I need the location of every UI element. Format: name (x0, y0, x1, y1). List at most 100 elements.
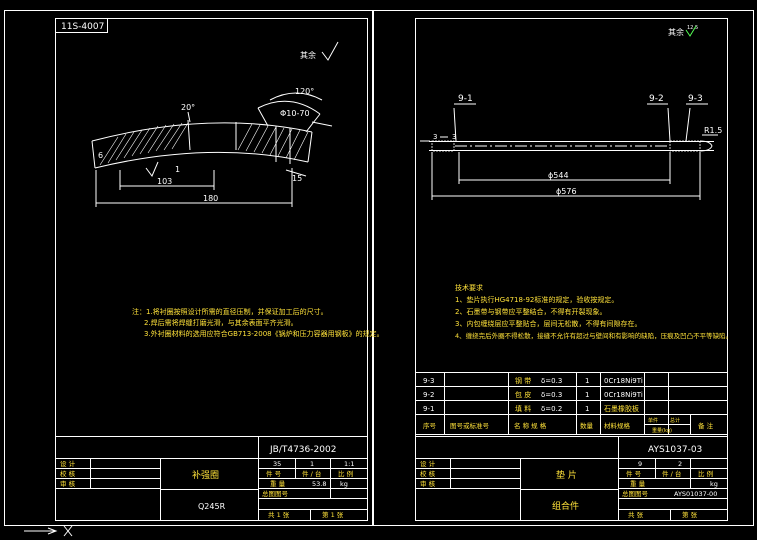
bom-name-2: 填 料 (515, 404, 531, 413)
sheet-no-left: 第 1 张 (322, 510, 344, 519)
bom-qty-2: 1 (585, 405, 589, 413)
drawing-tag-box (55, 18, 108, 33)
dim-15: 15 (292, 174, 302, 183)
dim-r15: R1.5 (704, 126, 722, 135)
tech-req-1: 1、垫片执行HG4718-92标准的规定，验收按规定。 (455, 295, 618, 304)
gasket-section-drawing (429, 107, 714, 152)
bom-spec-1: δ=0.3 (541, 391, 562, 399)
val-per-set: 1 (310, 460, 314, 468)
row-check-right: 校 核 (420, 469, 436, 478)
weight-label-right: 重 量 (630, 480, 646, 488)
title-block-left: JB/T4736-2002 设 计 校 核 审 核 补强圈 Q245R 35 1… (55, 436, 368, 521)
unit-right: kg (710, 480, 718, 488)
note-1: 注：1.将衬圈按照设计所需的直径压制，并保证加工后的尺寸。 (132, 307, 328, 316)
drawing-tag: 11S-4007 (61, 22, 104, 32)
title-block-right: AYS1037-03 设 计 校 核 审 核 垫 片 组合件 9 2 件 号 件… (415, 436, 728, 521)
row-check: 校 核 (60, 469, 76, 478)
dim-6: 6 (98, 151, 103, 160)
row-design: 设 计 (60, 459, 76, 468)
hatch-left (99, 122, 189, 166)
bom-hdr-std: 图号或标准号 (450, 421, 490, 430)
std-number: JB/T4736-2002 (269, 445, 336, 455)
reinforcing-pad-drawing (91, 100, 321, 169)
hdr-part-no-right: 件 号 (626, 469, 642, 478)
notes-left: 注：1.将衬圈按照设计所需的直径压制，并保证加工后的尺寸。 2.焊后需将焊缝打磨… (132, 307, 384, 338)
draw-no-label-left: 总图图号 (262, 489, 289, 498)
roughness-symbol-right (685, 25, 697, 37)
dimensions-left: 103 180 20° 120° Φ10-70 15 6 1 (95, 87, 333, 207)
note-3: 3.外衬圈材料的选用应符合GB713-2008《锅炉和压力容器用钢板》的规定。 (144, 329, 384, 338)
dim-diameter: Φ10-70 (280, 109, 310, 118)
row-review: 审 核 (60, 479, 76, 488)
callouts: 9-1 9-2 9-3 (454, 94, 708, 105)
unit-left: kg (340, 480, 348, 488)
bom-name-1: 包 皮 (515, 390, 531, 399)
roughness-symbol-left (321, 41, 339, 61)
dim-angle-20: 20° (181, 103, 195, 112)
callout-9-2: 9-2 (649, 94, 664, 104)
bom-no-0: 9-3 (423, 377, 434, 385)
roughness-symbol-pad (145, 161, 159, 177)
part-name-left: 补强圈 (192, 469, 219, 481)
hdr-scale-right: 比 例 (698, 469, 713, 478)
dimensions-right: ϕ544 ϕ576 R1.5 3 3 (420, 126, 722, 200)
draw-no-right: AYS01037-00 (674, 490, 717, 498)
bom-mat-2: 石墨橡胶板 (604, 404, 639, 413)
material-left: Q245R (198, 502, 226, 511)
sheet-total-right: 共 张 (628, 510, 644, 519)
val-per-set-right: 2 (678, 460, 682, 468)
bom-hdr-total: 总计 (670, 417, 680, 424)
bom-hdr-weight: 重量(kg) (652, 427, 672, 434)
ucs-icon (24, 525, 73, 537)
sheet-total-left: 共 1 张 (268, 510, 290, 519)
dim-180: 180 (203, 194, 218, 203)
part-type-right: 组合件 (552, 500, 579, 512)
bom-hdr-remark: 备 注 (698, 421, 714, 430)
dim-t2: 3 (452, 133, 456, 141)
dim-d576: ϕ576 (556, 187, 577, 196)
tech-req-4: 4、缠绕完后外圈不得松散，接缝不允许有超过与壁间和有影响的缺陷，压痕及凹凸不平等… (455, 331, 732, 340)
hdr-scale: 比 例 (338, 469, 353, 478)
part-name-right: 垫 片 (556, 469, 577, 481)
dim-d544: ϕ544 (548, 171, 569, 180)
hdr-per-set-right: 件 / 台 (662, 469, 681, 478)
bom-hdr-unit: 单件 (648, 417, 658, 424)
row-review-right: 审 核 (420, 479, 436, 488)
roughness-value-right: 12.5 (687, 25, 698, 31)
weight-val-left: 53.8 (312, 480, 326, 488)
bom-no-2: 9-1 (423, 405, 434, 413)
bom-mat-0: 0Cr18Ni9Ti (604, 377, 643, 385)
bom-hdr-qty: 数量 (580, 421, 594, 430)
tech-title: 技术要求 (455, 283, 483, 292)
bom-mat-1: 0Cr18Ni9Ti (604, 391, 643, 399)
tech-req-3: 3、内包缠绕层应平整贴合，层间无松散，不得有间隙存在。 (455, 319, 641, 328)
sheet-no-right: 第 张 (682, 510, 698, 519)
bom-table: 9-3 钢 带 δ=0.3 1 0Cr18Ni9Ti 9-2 包 皮 δ=0.3… (415, 372, 728, 435)
bom-hdr-no: 序号 (423, 421, 437, 430)
bom-spec-0: δ=0.3 (541, 377, 562, 385)
note-2: 2.焊后需将焊缝打磨光滑，与其余表面平齐光滑。 (144, 318, 298, 327)
roughness-label-right: 其余 (668, 27, 684, 37)
bom-spec-2: δ=0.2 (541, 405, 562, 413)
right-sheet-border (373, 10, 754, 526)
row-design-right: 设 计 (420, 459, 436, 468)
bom-qty-1: 1 (585, 391, 589, 399)
bom-name-0: 钢 带 (515, 376, 531, 385)
bom-no-1: 9-2 (423, 391, 434, 399)
val-part-no-right: 9 (638, 460, 642, 468)
dim-103: 103 (157, 177, 172, 186)
left-sheet-border (4, 10, 373, 526)
tech-requirements: 技术要求 1、垫片执行HG4718-92标准的规定，验收按规定。 2、石墨带与钢… (455, 283, 732, 340)
bom-hdr-mat: 材料规格 (604, 421, 631, 430)
draw-no-label-right: 总图图号 (622, 489, 649, 498)
val-scale: 1:1 (344, 460, 354, 468)
callout-9-1: 9-1 (458, 94, 473, 104)
dim-r-mark: 1 (175, 165, 180, 174)
val-part-no: 35 (273, 460, 281, 468)
assembly-number: AYS1037-03 (648, 445, 702, 455)
hdr-per-set: 件 / 台 (302, 469, 321, 478)
bom-qty-0: 1 (585, 377, 589, 385)
weight-label-left: 重 量 (270, 480, 286, 488)
callout-9-3: 9-3 (688, 94, 703, 104)
